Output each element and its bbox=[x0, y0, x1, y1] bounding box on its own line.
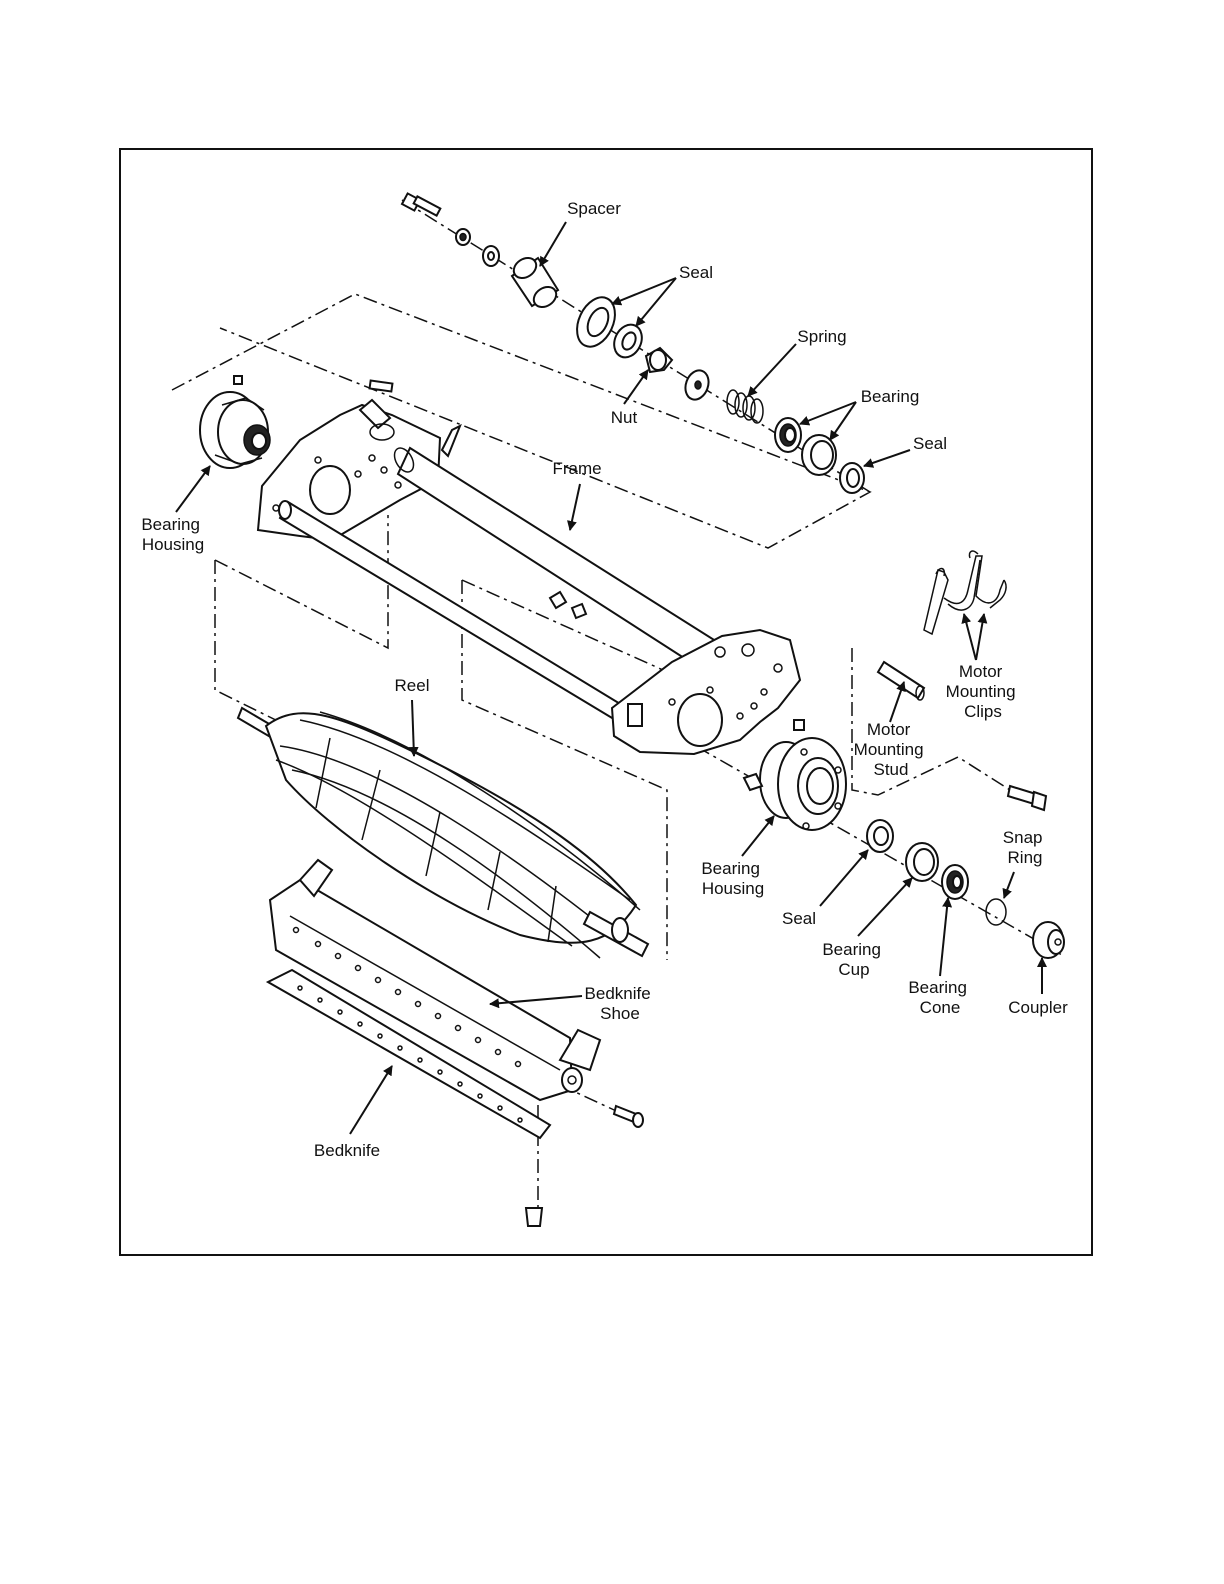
top-bolt bbox=[402, 193, 440, 215]
label-reel: Reel bbox=[395, 676, 430, 695]
label-bearing-top: Bearing bbox=[861, 387, 920, 406]
top-shaft-parts bbox=[402, 193, 864, 493]
label-motor-mounting-stud: Motor Mounting Stud bbox=[854, 720, 929, 779]
label-bedknife: Bedknife bbox=[314, 1141, 380, 1160]
bearing-housing-right-part bbox=[744, 738, 846, 830]
label-bearing-housing-left: Bearing Housing bbox=[141, 515, 204, 554]
label-frame: Frame bbox=[552, 459, 601, 478]
bearing-top-cone bbox=[775, 418, 801, 452]
bearing-housing-left-part bbox=[200, 376, 270, 468]
labels: Spacer Seal Spring Nut Bearing Seal Fram… bbox=[141, 199, 1068, 1160]
side-bolt bbox=[1008, 786, 1046, 810]
label-bearing-cone: Bearing Cone bbox=[908, 978, 971, 1017]
motor-mounting-stud-part bbox=[878, 662, 924, 700]
label-bearing-cup: Bearing Cup bbox=[822, 940, 885, 979]
label-spacer: Spacer bbox=[567, 199, 621, 218]
label-nut: Nut bbox=[611, 408, 638, 427]
label-seal-lower: Seal bbox=[782, 909, 816, 928]
lower-right-parts bbox=[867, 786, 1064, 958]
label-snap-ring: Snap Ring bbox=[1003, 828, 1047, 867]
snap-ring-part bbox=[986, 899, 1006, 925]
label-motor-mounting-clips: Motor Mounting Clips bbox=[946, 662, 1021, 721]
nut-part bbox=[646, 348, 672, 372]
label-seal-right: Seal bbox=[913, 434, 947, 453]
label-bedknife-shoe: Bedknife Shoe bbox=[585, 984, 656, 1023]
label-seal-top: Seal bbox=[679, 263, 713, 282]
label-spring: Spring bbox=[797, 327, 846, 346]
frame-part bbox=[258, 381, 804, 754]
label-coupler: Coupler bbox=[1008, 998, 1068, 1017]
label-bearing-housing-right: Bearing Housing bbox=[701, 859, 764, 898]
spacer-part bbox=[510, 254, 560, 311]
